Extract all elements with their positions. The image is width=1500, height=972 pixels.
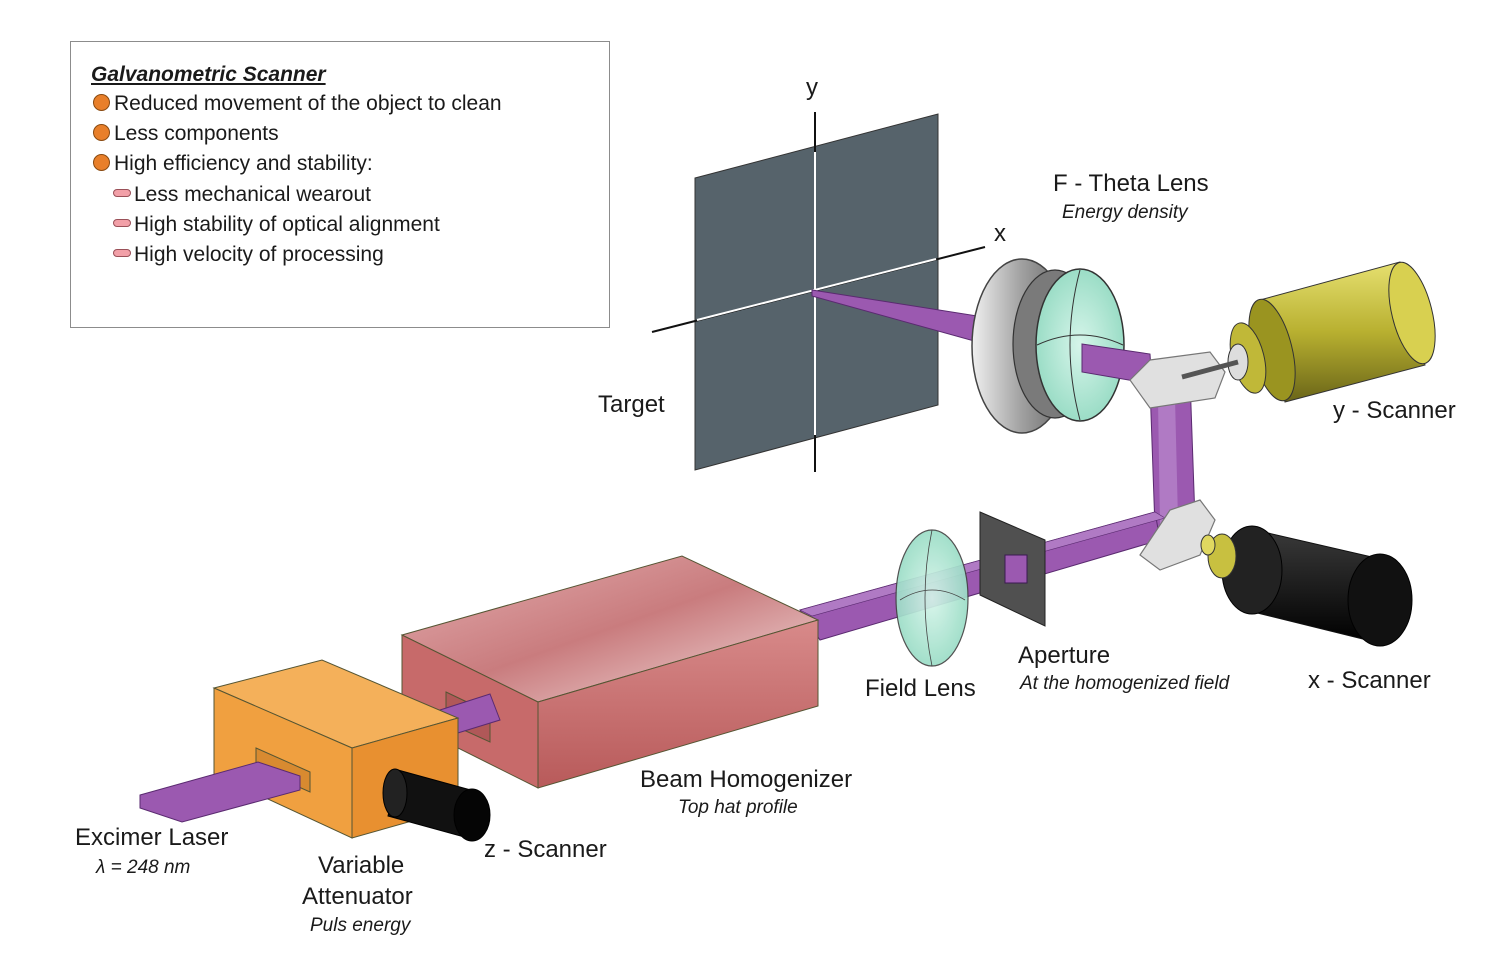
sub-bullet-icon bbox=[113, 249, 131, 257]
z-scanner-label: z - Scanner bbox=[484, 836, 607, 863]
legend-subitem: High velocity of processing bbox=[113, 243, 384, 267]
y-scanner-label: y - Scanner bbox=[1333, 397, 1456, 424]
legend-subitem: High stability of optical alignment bbox=[113, 213, 440, 237]
ftheta-label: F - Theta Lens bbox=[1053, 170, 1209, 197]
axis-x-label: x bbox=[994, 220, 1006, 247]
attenuator-label-line2: Attenuator bbox=[302, 883, 413, 910]
ftheta-lens bbox=[971, 258, 1125, 434]
bullet-icon bbox=[93, 124, 110, 141]
attenuator-sublabel: Puls energy bbox=[310, 915, 411, 936]
homogenizer-sublabel: Top hat profile bbox=[678, 797, 798, 818]
z-scanner bbox=[382, 768, 491, 842]
aperture-label: Aperture bbox=[1018, 642, 1111, 669]
field-lens bbox=[895, 529, 969, 667]
legend-item-text: High stability of optical alignment bbox=[134, 213, 440, 236]
x-mirror bbox=[1139, 499, 1216, 571]
bullet-icon bbox=[93, 94, 110, 111]
x-scanner-label: x - Scanner bbox=[1308, 667, 1431, 694]
homogenizer-label: Beam Homogenizer bbox=[640, 766, 853, 793]
y-scanner bbox=[1181, 261, 1436, 403]
legend-item: Reduced movement of the object to clean bbox=[93, 92, 502, 116]
laser-label: Excimer Laser bbox=[75, 824, 229, 851]
x-scanner bbox=[1200, 525, 1413, 647]
axis-y-label: y bbox=[806, 74, 818, 101]
legend-box: Galvanometric Scanner Reduced movement o… bbox=[70, 41, 610, 328]
legend-item-text: High velocity of processing bbox=[134, 243, 384, 266]
y-mirror bbox=[1129, 351, 1226, 409]
target-label: Target bbox=[598, 391, 665, 418]
bullet-icon bbox=[93, 154, 110, 171]
sub-bullet-icon bbox=[113, 219, 131, 227]
sub-bullet-icon bbox=[113, 189, 131, 197]
attenuator-label-line1: Variable bbox=[318, 852, 405, 879]
laser-sublabel: λ = 248 nm bbox=[96, 857, 191, 878]
legend-title: Galvanometric Scanner bbox=[91, 63, 326, 86]
field-lens-label: Field Lens bbox=[865, 675, 976, 702]
aperture-sublabel: At the homogenized field bbox=[1020, 673, 1230, 694]
legend-item-text: Reduced movement of the object to clean bbox=[114, 92, 502, 115]
beam-laser bbox=[139, 761, 301, 823]
legend-item-text: Less components bbox=[114, 122, 279, 145]
legend-item-text: High efficiency and stability: bbox=[114, 152, 373, 175]
aperture bbox=[979, 511, 1046, 627]
legend-item: High efficiency and stability: bbox=[93, 152, 373, 176]
ftheta-sublabel: Energy density bbox=[1062, 202, 1188, 223]
legend-item-text: Less mechanical wearout bbox=[134, 183, 371, 206]
beam-homogenizer bbox=[400, 555, 820, 789]
legend-item: Less components bbox=[93, 122, 279, 146]
legend-subitem: Less mechanical wearout bbox=[113, 183, 371, 207]
